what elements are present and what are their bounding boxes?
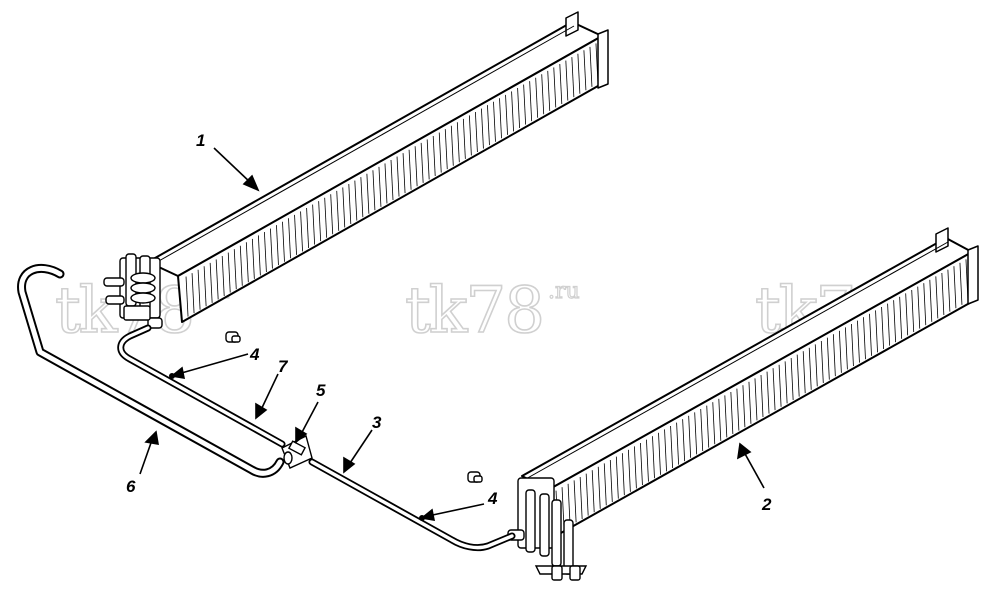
callout-3: 3 <box>372 413 382 432</box>
callout-5: 5 <box>316 381 326 400</box>
callout-labels: 1 2 3 4 4 5 6 7 <box>126 131 772 514</box>
heater-core-2 <box>521 227 979 539</box>
core-1-fittings <box>103 253 163 329</box>
callout-6: 6 <box>126 477 136 496</box>
heater-core-1 <box>147 11 609 323</box>
leader-arrows <box>139 147 765 521</box>
callout-4-upper: 4 <box>249 345 260 364</box>
callout-4-lower: 4 <box>487 489 498 508</box>
hose-7 <box>117 324 286 448</box>
core-1-fins <box>185 43 599 317</box>
callout-1: 1 <box>196 131 205 150</box>
core-2-fittings <box>507 477 588 581</box>
watermark-text-2: tk78 <box>405 274 543 348</box>
hose-6 <box>17 263 285 478</box>
core-2-fins <box>555 259 969 533</box>
callout-7: 7 <box>278 357 289 376</box>
callout-2: 2 <box>761 495 772 514</box>
hose-3 <box>308 458 516 552</box>
bleeder-plugs <box>225 331 483 483</box>
watermark-suffix-2: .ru <box>548 279 580 304</box>
